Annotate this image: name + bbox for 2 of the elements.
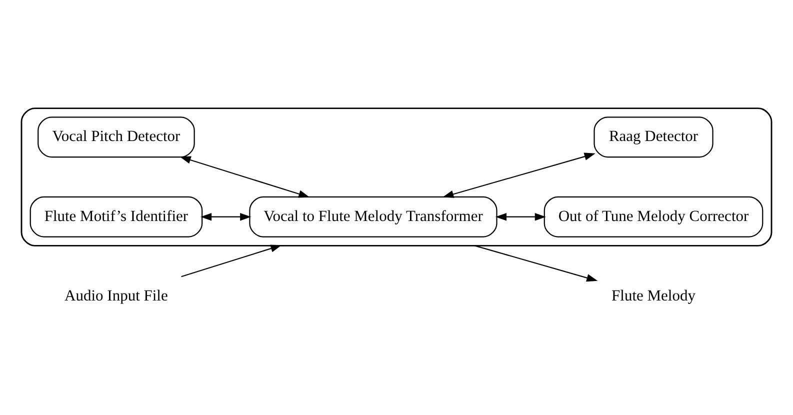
node-text: Flute Melody — [612, 287, 696, 304]
node-text: Audio Input File — [64, 287, 168, 304]
